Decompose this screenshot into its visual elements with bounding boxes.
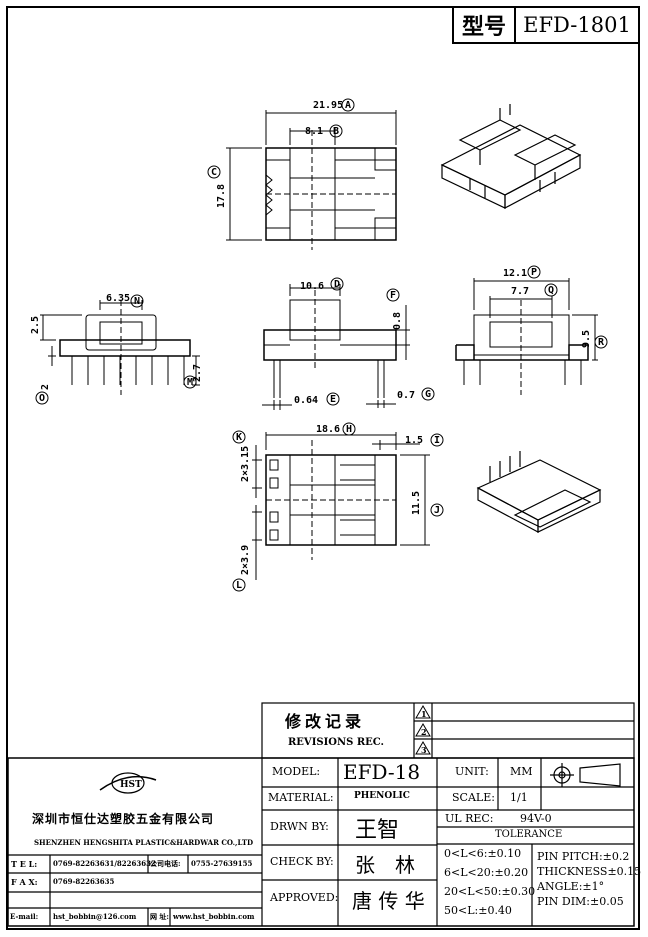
mark-j: J xyxy=(434,505,440,516)
dim-g-value: 0.7 xyxy=(397,390,415,401)
email-value: hst_bobbin@126.com xyxy=(53,912,137,921)
mark-p: P xyxy=(531,267,537,278)
mark-a: A xyxy=(345,100,351,111)
dim-c-value: 17.8 xyxy=(216,184,227,208)
mark-b: B xyxy=(333,126,339,137)
mark-r: R xyxy=(598,337,605,348)
fax-value: 0769-82263635 xyxy=(53,877,115,886)
dim-b-value: 8.1 xyxy=(305,126,323,137)
dim-r-value: 9.5 xyxy=(581,330,592,348)
front-view-left xyxy=(40,300,200,395)
top-view xyxy=(226,110,397,250)
material-value: PHENOLIC xyxy=(354,791,410,801)
ul-label: UL REC: xyxy=(445,812,494,825)
unit-value: MM xyxy=(510,765,533,778)
unit-label: UNIT: xyxy=(455,765,489,778)
dimension-markers xyxy=(35,98,608,592)
dim-p-value: 12.1 xyxy=(503,268,527,279)
revisions-subtitle: REVISIONS REC. xyxy=(288,737,385,748)
check-label: CHECK BY: xyxy=(270,855,334,868)
tol-right-4: PIN DIM:±0.05 xyxy=(537,895,624,908)
tol-right-1: PIN PITCH:±0.2 xyxy=(537,850,630,863)
model-header-value: EFD-1801 xyxy=(523,13,631,37)
dim-n-value: 6.35 xyxy=(106,293,130,304)
isometric-view-2 xyxy=(476,451,602,533)
mark-n: N xyxy=(134,296,140,307)
bottom-view xyxy=(252,432,430,580)
web-value: www.hst_bobbin.com xyxy=(173,912,255,921)
ul-value: 94V-0 xyxy=(520,812,552,825)
mark-d: D xyxy=(334,279,340,290)
company-tel-label: 公司电话: xyxy=(150,859,181,868)
company-name-en: SHENZHEN HENGSHITA PLASTIC&HARDWAR CO.,L… xyxy=(34,838,254,847)
check-value: 张 林 xyxy=(355,853,415,877)
mark-m: M xyxy=(187,377,193,388)
tol-right-2: THICKNESS±0.15 xyxy=(537,865,642,878)
drawn-value: 王智 xyxy=(355,818,400,843)
mark-o: O xyxy=(39,393,45,404)
web-label: 网 址: xyxy=(150,912,170,921)
dim-h-value: 18.6 xyxy=(316,424,340,435)
email-label: E-mail: xyxy=(10,912,39,921)
front-view-right xyxy=(455,278,598,395)
front-view-middle xyxy=(262,284,410,410)
scale-value: 1/1 xyxy=(510,791,528,804)
revisions-title: 修改记录 xyxy=(285,712,366,731)
dim-f-top-value: 0.8 xyxy=(392,312,403,330)
mark-g: G xyxy=(425,389,431,400)
model-value: EFD-18 xyxy=(343,760,421,784)
title-block-grid xyxy=(7,702,635,927)
mark-e: E xyxy=(330,394,336,405)
fax-label: F A X: xyxy=(11,877,38,887)
mark-c: C xyxy=(211,167,217,178)
company-logo: HST xyxy=(120,780,142,790)
tol-left-4: 50<L:±0.40 xyxy=(444,904,512,917)
tol-left-1: 0<L<6:±0.10 xyxy=(444,847,522,860)
company-tel-value: 0755-27639155 xyxy=(191,859,253,868)
rev-mark-1: 1 xyxy=(421,709,427,719)
dim-pin-o-value: 2 xyxy=(40,384,51,390)
tel-label: T E L: xyxy=(11,859,38,869)
model-header-label: 型号 xyxy=(454,8,516,42)
mark-l: L xyxy=(236,580,242,591)
revision-triangles xyxy=(415,705,431,755)
dim-j-value: 11.5 xyxy=(411,491,422,515)
dim-d-value: 10.6 xyxy=(300,281,324,292)
company-name-cn: 深圳市恒仕达塑胶五金有限公司 xyxy=(32,812,215,826)
mark-i: I xyxy=(434,435,440,446)
mark-q: Q xyxy=(548,285,554,296)
tel-value: 0769-82263631/82263632 xyxy=(53,859,156,868)
drawing-frame xyxy=(6,6,640,930)
dim-l-value: 2×3.9 xyxy=(240,545,251,575)
approved-value: 唐 传 华 xyxy=(352,889,425,913)
material-label: MATERIAL: xyxy=(268,791,334,804)
dim-a-value: 21.95 xyxy=(313,100,343,111)
rev-mark-3: 3 xyxy=(421,745,427,755)
mark-f: F xyxy=(390,290,396,301)
model-label: MODEL: xyxy=(272,765,321,778)
dim-k-value: 2×3.15 xyxy=(240,446,251,482)
model-header: 型号 EFD-1801 xyxy=(452,6,640,44)
rev-mark-2: 2 xyxy=(421,727,427,737)
dim-q-value: 7.7 xyxy=(511,286,529,297)
mark-k: K xyxy=(236,432,242,443)
tol-left-3: 20<L<50:±0.30 xyxy=(444,885,536,898)
tolerance-label: TOLERANCE xyxy=(495,829,563,840)
isometric-view-1 xyxy=(440,104,582,209)
approved-label: APPROVED: xyxy=(270,891,339,904)
dim-h-left-value: 2.5 xyxy=(30,316,41,334)
mark-h: H xyxy=(346,424,352,435)
scale-label: SCALE: xyxy=(452,791,495,804)
tol-right-3: ANGLE:±1° xyxy=(537,880,605,893)
drawn-label: DRWN BY: xyxy=(270,820,329,833)
dim-m-value: 2.7 xyxy=(192,364,203,382)
dim-i-value: 1.5 xyxy=(405,435,423,446)
tol-left-2: 6<L<20:±0.20 xyxy=(444,866,529,879)
dim-e-value: 0.64 xyxy=(294,395,318,406)
